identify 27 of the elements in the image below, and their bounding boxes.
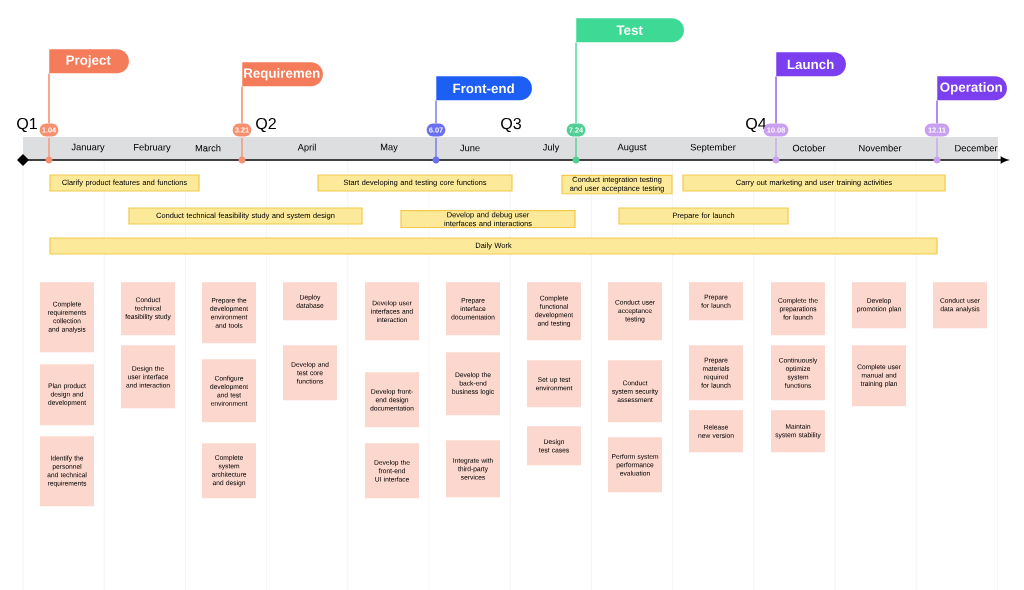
month-label: March	[195, 144, 221, 152]
flag: Operation	[937, 76, 1007, 101]
flag-pole	[435, 99, 437, 124]
flag-pole	[48, 72, 50, 124]
month-label: May	[380, 143, 398, 153]
quarter-label: Q3	[501, 117, 521, 133]
flag: Front-end	[436, 76, 532, 101]
flag: Project	[49, 49, 129, 74]
flag: Launch	[776, 52, 846, 77]
quarter-label: Q1	[17, 117, 37, 133]
flag-pole	[241, 85, 243, 124]
month-label: February	[134, 143, 171, 153]
month-label: September	[690, 143, 736, 153]
month-label: October	[792, 144, 826, 152]
month-label: July	[542, 143, 560, 153]
month-label: December	[955, 144, 998, 152]
month-label: April	[297, 143, 316, 153]
quarter-label: Q2	[256, 117, 276, 133]
month-label: August	[617, 143, 647, 153]
flag: Requiremen	[242, 62, 323, 87]
month-label: June	[460, 144, 480, 152]
flag-pole	[936, 99, 938, 124]
flag: Test	[576, 18, 684, 43]
month-label: November	[859, 144, 902, 152]
flag-pole	[575, 41, 577, 124]
month-label: January	[71, 143, 105, 153]
flag-pole	[775, 75, 777, 124]
